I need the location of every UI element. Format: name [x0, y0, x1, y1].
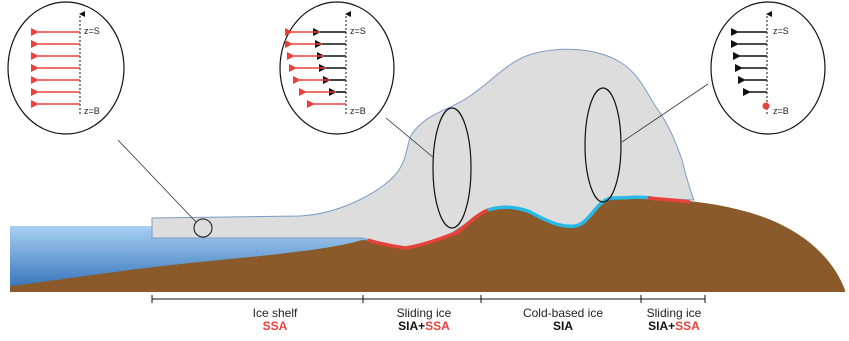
cold-label-bed: z=B: [773, 106, 789, 116]
model-sia: SIA: [552, 319, 573, 333]
region-bracket: [151, 295, 706, 303]
shelf-label-bed: z=B: [84, 106, 100, 116]
model-plus: +: [418, 319, 426, 333]
region-sliding-right: Sliding ice SIA+SSA: [628, 307, 720, 333]
shelf-leader-line: [117, 139, 197, 223]
model-ssa: SSA: [675, 319, 700, 333]
region-cold-based: Cold-based ice SIA: [505, 307, 621, 333]
cold-cross-section: [584, 87, 622, 203]
cold-label-surface: z=S: [773, 26, 789, 36]
sliding-cross-section: [432, 107, 472, 229]
model-sia: SIA: [398, 319, 419, 333]
sliding-label-surface: z=S: [350, 26, 366, 36]
region-title: Ice shelf: [252, 306, 298, 320]
model-sia: SIA: [648, 319, 669, 333]
shelf-label-surface: z=S: [84, 26, 100, 36]
cold-leader-line: [621, 83, 709, 143]
model-plus: +: [668, 319, 676, 333]
model-ssa: SSA: [262, 319, 288, 333]
region-title: Sliding ice: [396, 306, 452, 320]
model-ssa: SSA: [425, 319, 450, 333]
region-sliding-left: Sliding ice SIA+SSA: [372, 307, 476, 333]
region-ice-shelf: Ice shelf SSA: [215, 307, 335, 333]
shelf-velocity-profile: z=S z=B: [7, 1, 125, 135]
sliding-base-left: [367, 208, 489, 250]
shelf-sample-circle: [193, 218, 213, 238]
sliding-base-right: [647, 196, 691, 204]
region-title: Sliding ice: [646, 306, 702, 320]
frozen-base: [487, 195, 653, 229]
sliding-leader-line: [385, 117, 435, 159]
cold-velocity-profile: z=S z=B: [710, 1, 826, 135]
region-title: Cold-based ice: [522, 306, 604, 320]
sliding-label-bed: z=B: [350, 106, 366, 116]
sliding-velocity-profile: z=S z=B: [279, 1, 395, 135]
